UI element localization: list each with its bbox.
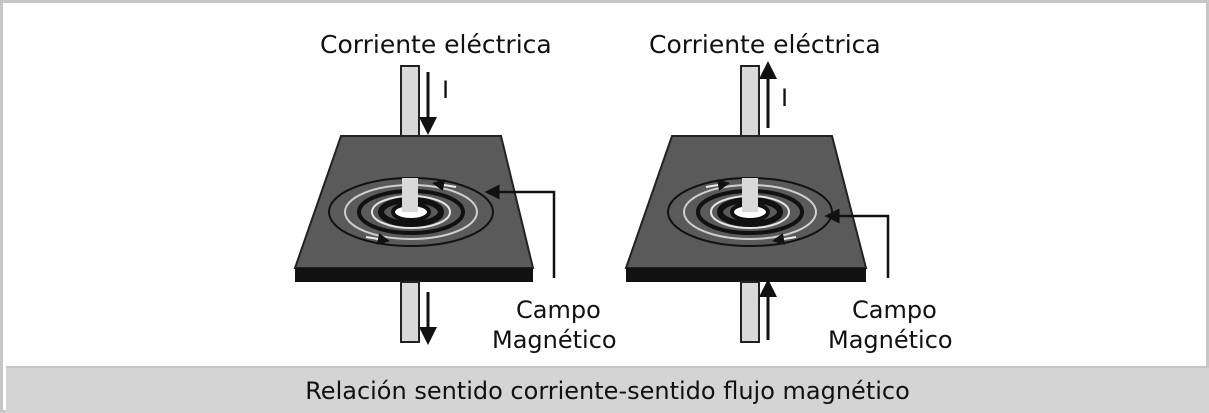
right-field-leader xyxy=(824,208,890,278)
left-field-leader xyxy=(484,184,556,278)
left-wire-lower xyxy=(400,281,420,343)
left-ring-arrow-top xyxy=(432,179,457,191)
left-plate-edge xyxy=(295,268,533,282)
right-wire-hole xyxy=(742,178,758,212)
left-wire-hole xyxy=(402,178,418,212)
caption-bar: Relación sentido corriente-sentido flujo… xyxy=(6,366,1209,413)
right-ring-arrow-bottom xyxy=(772,233,797,245)
figure-caption: Relación sentido corriente-sentido flujo… xyxy=(305,376,910,405)
right-plate-edge xyxy=(626,268,866,282)
right-ring-arrow-top xyxy=(705,179,730,191)
left-ring-arrow-bottom xyxy=(365,233,390,245)
diagram-canvas: Corriente eléctrica I xyxy=(293,30,953,354)
left-field-label-line2: Magnético xyxy=(492,326,617,354)
left-current-label: Corriente eléctrica xyxy=(320,30,552,59)
right-field-label-line2: Magnético xyxy=(828,326,953,354)
right-diagram: Corriente eléctrica I C xyxy=(624,30,953,354)
right-current-symbol: I xyxy=(781,84,788,112)
right-field-label-line1: Campo xyxy=(852,296,937,324)
left-diagram: Corriente eléctrica I xyxy=(293,30,617,354)
left-field-label-line1: Campo xyxy=(516,296,601,324)
left-current-symbol: I xyxy=(442,76,449,104)
right-wire-lower xyxy=(740,281,760,343)
right-current-label: Corriente eléctrica xyxy=(649,30,881,59)
